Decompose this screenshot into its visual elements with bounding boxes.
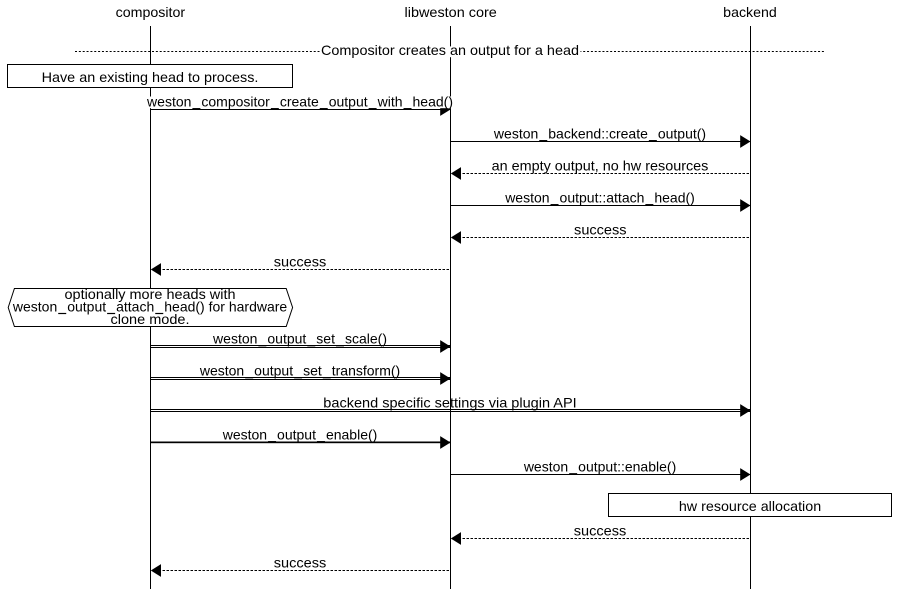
- svg-text:compositor: compositor: [116, 4, 186, 20]
- svg-text:output: output: [267, 330, 306, 346]
- svg-text:Have an existing head to proce: Have an existing head to process.: [42, 69, 259, 85]
- svg-text:scale(): scale(): [345, 330, 387, 346]
- svg-text:output::enable(): output::enable(): [578, 458, 676, 474]
- svg-text:success: success: [274, 554, 327, 570]
- svg-text:attach: attach: [116, 298, 154, 314]
- svg-text:weston: weston: [212, 330, 257, 346]
- svg-text:head(): head(): [413, 93, 453, 109]
- svg-text:success: success: [274, 253, 327, 269]
- svg-text:clone mode.: clone mode.: [111, 311, 190, 327]
- svg-text:backend specific settings via: backend specific settings via plugin API: [323, 394, 576, 410]
- svg-text:compositor: compositor: [201, 93, 270, 109]
- svg-text:output: output: [67, 298, 106, 314]
- svg-text:weston: weston: [493, 125, 538, 141]
- svg-text:create: create: [280, 93, 319, 109]
- svg-text:weston: weston: [199, 362, 244, 378]
- svg-text:head() for hardware: head() for hardware: [164, 298, 287, 314]
- svg-text:weston: weston: [504, 189, 549, 205]
- svg-text:libweston core: libweston core: [405, 4, 498, 20]
- svg-text:weston: weston: [222, 426, 267, 442]
- svg-text:output(): output(): [658, 125, 706, 141]
- svg-text:output: output: [329, 93, 368, 109]
- svg-text:weston: weston: [12, 298, 57, 314]
- svg-text:transform(): transform(): [332, 362, 400, 378]
- svg-text:weston: weston: [146, 93, 191, 109]
- svg-text:with: with: [377, 93, 403, 109]
- svg-text:output: output: [277, 426, 316, 442]
- svg-text:success: success: [574, 522, 627, 538]
- svg-text:head(): head(): [654, 189, 694, 205]
- svg-text:backend::create: backend::create: [548, 125, 648, 141]
- svg-text:Compositor creates an output f: Compositor creates an output for a head: [321, 42, 579, 58]
- svg-text:weston: weston: [523, 458, 568, 474]
- svg-text:an empty output, no hw resourc: an empty output, no hw resources: [492, 157, 709, 173]
- svg-text:optionally more heads with: optionally more heads with: [65, 286, 236, 302]
- svg-text:output: output: [254, 362, 293, 378]
- svg-text:enable(): enable(): [326, 426, 377, 442]
- svg-text:hw resource allocation: hw resource allocation: [679, 498, 821, 514]
- svg-text:set: set: [303, 362, 322, 378]
- svg-text:output::attach: output::attach: [560, 189, 645, 205]
- svg-text:set: set: [316, 330, 335, 346]
- svg-text:success: success: [574, 221, 627, 237]
- svg-text:backend: backend: [723, 4, 777, 20]
